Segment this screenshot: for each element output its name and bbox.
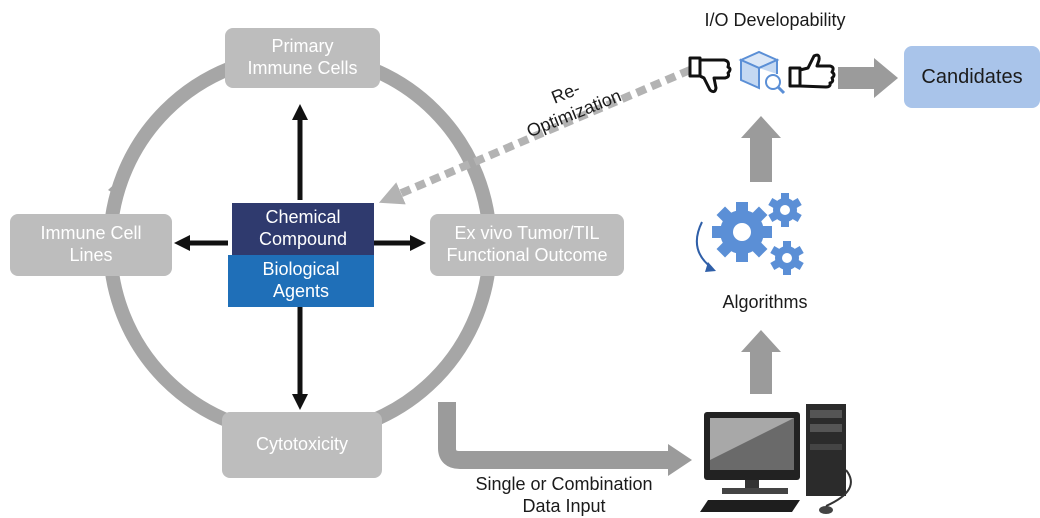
node-primary-immune-cells-line2: Immune Cells xyxy=(247,58,358,78)
node-biological-agents-line1: Biological xyxy=(262,259,340,280)
rotation-arc-icon xyxy=(695,221,713,269)
reoptimization-arrow xyxy=(378,66,692,205)
node-primary-immune-cells: Primary Immune Cells xyxy=(225,28,380,88)
computer-to-algorithms-shaft xyxy=(750,352,772,394)
label-io-developability: I/O Developability xyxy=(704,10,846,30)
node-candidates: Candidates xyxy=(904,46,1040,108)
computer-to-algorithms-head xyxy=(741,330,781,352)
gears-icon xyxy=(712,193,804,275)
label-data-input-line1: Single or Combination xyxy=(475,474,653,494)
node-primary-immune-cells-line1: Primary xyxy=(271,36,334,57)
node-immune-cell-lines-line1: Immune Cell xyxy=(40,223,142,244)
node-immune-cell-lines-line2: Lines xyxy=(69,245,113,265)
node-biological-agents: Biological Agents xyxy=(228,255,374,307)
algorithms-to-io-head xyxy=(741,116,781,138)
node-immune-cell-lines: Immune Cell Lines xyxy=(10,214,172,276)
thumbs-down-icon xyxy=(688,56,732,94)
cycle-arrowhead xyxy=(108,168,132,196)
node-ex-vivo-line2: Functional Outcome xyxy=(446,245,608,265)
node-candidates-label: Candidates xyxy=(921,66,1023,88)
node-ex-vivo-line1: Ex vivo Tumor/TIL xyxy=(454,223,600,244)
node-biological-agents-line2: Agents xyxy=(272,281,330,301)
label-algorithms: Algorithms xyxy=(722,292,808,312)
io-to-candidates-shaft xyxy=(838,67,874,89)
node-chemical-compound-line2: Compound xyxy=(258,229,348,249)
node-cytotoxicity: Cytotoxicity xyxy=(222,412,382,478)
io-to-candidates-head xyxy=(874,58,898,98)
desktop-computer-icon xyxy=(700,404,852,514)
box-search-icon xyxy=(738,50,786,95)
data-input-arrow xyxy=(438,402,668,469)
node-ex-vivo-tumor: Ex vivo Tumor/TIL Functional Outcome xyxy=(430,214,624,276)
node-cytotoxicity-label: Cytotoxicity xyxy=(255,434,349,455)
algorithms-to-io-shaft xyxy=(750,138,772,182)
label-data-input-line2: Data Input xyxy=(522,495,606,516)
node-chemical-compound-line1: Chemical xyxy=(265,207,341,228)
rotation-arc-head xyxy=(705,262,716,272)
thumbs-up-icon xyxy=(788,53,836,89)
data-input-arrowhead xyxy=(668,444,692,476)
node-chemical-compound: Chemical Compound xyxy=(232,203,374,255)
label-data-input: Single or Combination Data Input xyxy=(448,474,680,517)
